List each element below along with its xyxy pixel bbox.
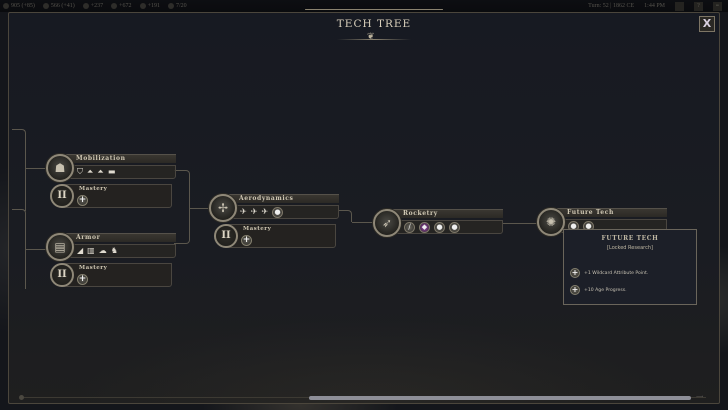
missile-icon[interactable]: / bbox=[404, 221, 415, 233]
clock: 1:44 PM bbox=[644, 3, 665, 9]
top-status-bar: 905 (+85) 566 (+41) +237 +672 +191 7/20 … bbox=[0, 0, 728, 12]
purple-gem-icon[interactable]: ◆ bbox=[419, 221, 430, 233]
scrollbar-thumb[interactable] bbox=[309, 396, 691, 400]
bomber-plane-icon[interactable]: ✈ bbox=[250, 207, 258, 216]
connector-line bbox=[12, 129, 26, 211]
settlements-icon bbox=[167, 3, 174, 9]
tech-name: Future Tech bbox=[549, 208, 667, 217]
resource-influence[interactable]: +237 bbox=[82, 3, 103, 9]
close-button[interactable]: X bbox=[699, 16, 715, 32]
bunker-icon[interactable]: ☁ bbox=[98, 246, 107, 255]
happiness-icon bbox=[139, 3, 146, 9]
plus-icon: + bbox=[570, 268, 580, 278]
mastery-numeral: II bbox=[50, 263, 74, 287]
bulb-icon[interactable]: ● bbox=[449, 221, 460, 233]
infantry-icon[interactable]: ▥ bbox=[87, 246, 95, 255]
propeller-icon: ✢ bbox=[209, 194, 237, 222]
title-ornament bbox=[305, 9, 443, 12]
civilopedia-button[interactable] bbox=[675, 1, 684, 11]
unlocks-row: ◢ ▥ ☁ ♞ bbox=[58, 244, 176, 258]
scroll-right-arrow-icon[interactable]: ⟶ bbox=[696, 394, 704, 400]
scroll-left-handle[interactable] bbox=[19, 395, 24, 400]
tech-tooltip: FUTURE TECH [Locked Research] + +1 Wildc… bbox=[563, 229, 697, 305]
page-title: TECH TREE bbox=[336, 18, 412, 30]
rocket-icon: ➶ bbox=[373, 209, 401, 237]
tooltip-effect: + +10 Age Progress. bbox=[570, 285, 627, 295]
connector-line bbox=[338, 210, 352, 222]
unlocks-row: ⛉ ⏶ ⏶ ▬ bbox=[58, 165, 176, 179]
mastery-numeral: II bbox=[214, 224, 238, 248]
tooltip-subtitle: [Locked Research] bbox=[607, 245, 653, 251]
tech-tree-panel: TECH TREE ❦ X bbox=[8, 9, 720, 404]
horizontal-scrollbar[interactable]: ⟶ bbox=[19, 394, 706, 400]
influence-icon bbox=[82, 3, 89, 9]
atom-icon: ✺ bbox=[537, 208, 565, 236]
resource-gold[interactable]: 566 (+41) bbox=[42, 3, 75, 9]
balloon-icon[interactable]: ● bbox=[272, 206, 284, 218]
connector-line bbox=[174, 170, 190, 244]
plus-icon[interactable]: + bbox=[77, 195, 88, 206]
mastery-box: Mastery + bbox=[226, 224, 336, 248]
connector-line bbox=[190, 208, 210, 209]
mastery-label: Mastery bbox=[79, 265, 108, 271]
mastery-box: Mastery + bbox=[62, 263, 172, 287]
resource-science[interactable]: 905 (+85) bbox=[3, 3, 35, 9]
submarine-icon[interactable]: ▬ bbox=[107, 167, 116, 176]
warship-icon[interactable]: ⏶ bbox=[87, 167, 94, 176]
shield-icon[interactable]: ⛉ bbox=[77, 167, 83, 176]
gold-icon bbox=[42, 3, 49, 9]
tech-name: Aerodynamics bbox=[221, 194, 339, 203]
artillery-icon[interactable]: ◢ bbox=[77, 246, 84, 255]
unlocks-row: ✈ ✈ ✈ ● bbox=[221, 205, 339, 219]
mastery-box: Mastery + bbox=[62, 184, 172, 208]
battleship-icon[interactable]: ⏶ bbox=[97, 167, 104, 176]
plus-icon[interactable]: + bbox=[77, 274, 88, 285]
connector-line bbox=[26, 168, 48, 169]
help-button[interactable]: ? bbox=[694, 1, 703, 11]
resource-happiness[interactable]: +191 bbox=[139, 3, 160, 9]
title-header: TECH TREE ❦ bbox=[299, 1, 449, 46]
culture-icon bbox=[111, 3, 118, 9]
biplane-icon[interactable]: ✈ bbox=[261, 207, 269, 216]
connector-line bbox=[26, 249, 48, 250]
mastery-label: Mastery bbox=[79, 186, 108, 192]
title-divider bbox=[337, 39, 411, 40]
menu-button[interactable]: ≡ bbox=[713, 1, 722, 11]
mastery-label: Mastery bbox=[243, 226, 272, 232]
connector-line bbox=[352, 222, 376, 223]
tech-name: Armor bbox=[58, 233, 176, 242]
soldier-icon: ☗ bbox=[46, 154, 74, 182]
connector-line bbox=[12, 209, 26, 289]
fleuron-icon: ❦ bbox=[367, 32, 375, 42]
resource-culture[interactable]: +672 bbox=[111, 3, 132, 9]
elephant-icon[interactable]: ♞ bbox=[110, 246, 118, 255]
tech-name: Rocketry bbox=[385, 209, 503, 218]
turn-counter: Turn: 52 | 1862 CE bbox=[588, 3, 635, 9]
resource-settlements[interactable]: 7/20 bbox=[167, 3, 187, 9]
mastery-numeral: II bbox=[50, 184, 74, 208]
science-icon bbox=[3, 3, 9, 9]
unlocks-row: / ◆ ● ● bbox=[385, 220, 503, 234]
tooltip-title: FUTURE TECH bbox=[601, 235, 659, 242]
tech-name: Mobilization bbox=[58, 154, 176, 163]
tooltip-effect: + +1 Wildcard Attribute Point. bbox=[570, 268, 649, 278]
plus-icon[interactable]: + bbox=[241, 235, 252, 246]
plus-icon: + bbox=[570, 285, 580, 295]
tank-icon: ▤ bbox=[46, 233, 74, 261]
bulb-icon[interactable]: ● bbox=[434, 221, 445, 233]
connector-line bbox=[503, 223, 539, 224]
fighter-plane-icon[interactable]: ✈ bbox=[240, 207, 247, 216]
